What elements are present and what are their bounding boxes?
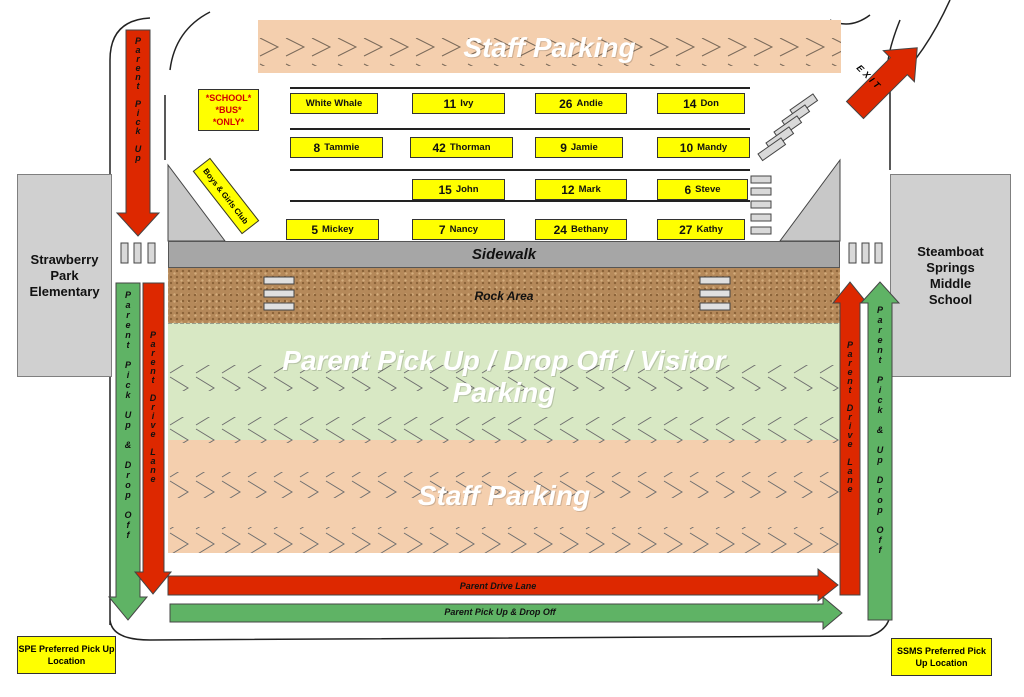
bus-name: Kathy <box>696 224 723 235</box>
bus-number: 5 <box>311 222 318 237</box>
top-staff-label: Staff Parking <box>463 32 636 63</box>
bottom-green-arrow-label: Parent Pick Up & Drop Off <box>444 607 556 617</box>
bus-slot: 5 Mickey <box>286 219 379 240</box>
bottom-red-arrow-label: Parent Drive Lane <box>459 581 537 591</box>
school-bus-only-sign: *SCHOOL* *BUS* *ONLY* <box>198 89 259 131</box>
bus-name: Don <box>700 98 719 109</box>
bus-number: 24 <box>553 222 567 237</box>
arrow-letters: Parent Pick & Up Drop Off <box>875 305 885 555</box>
sign-line: *SCHOOL* <box>205 93 252 103</box>
steamboat-springs-middle-school: Steamboat Springs Middle School <box>890 174 1011 377</box>
bus-name: John <box>455 184 479 195</box>
top-staff-chevrons <box>258 38 841 66</box>
bus-number: 10 <box>679 140 694 155</box>
arrow-letters: Parent Drive Lane <box>148 330 158 483</box>
parent-lot-label: Parent Pick Up / Drop Off / Visitor Park… <box>168 345 840 409</box>
bus-row-line-1 <box>290 87 750 89</box>
bus-row-line-4 <box>290 200 750 202</box>
bus-row-line-3 <box>290 169 750 171</box>
bus-slot: White Whale <box>290 93 378 114</box>
bus-name: Nancy <box>449 224 479 235</box>
right-green-arrow-label: Parent Pick & Up Drop Off <box>873 305 887 555</box>
bus-number: 11 <box>443 96 457 111</box>
sidewalk-label: Sidewalk <box>471 246 537 263</box>
bus-number: 14 <box>683 96 697 111</box>
bus-number: 12 <box>561 182 575 197</box>
bottom-staff-label: Staff Parking <box>417 480 591 511</box>
arrow-letters: Parent Pick Up & Drop Off <box>123 290 133 540</box>
bus-number: 15 <box>438 182 452 197</box>
right-red-arrow-label: Parent Drive Lane <box>843 340 857 493</box>
bus-name: Jamie <box>570 142 598 153</box>
bus-name: Mandy <box>697 142 728 153</box>
bus-name: Mickey <box>322 224 354 235</box>
strawberry-park-elementary: Strawberry Park Elementary <box>17 174 112 377</box>
bus-name: Bethany <box>570 224 609 235</box>
left-green-arrow-label: Parent Pick Up & Drop Off <box>121 290 135 540</box>
sign-line: *BUS* <box>215 105 242 115</box>
spe-preferred-pickup: SPE Preferred Pick Up Location <box>17 636 116 674</box>
parent-lot-label-line2: Parking <box>452 377 556 408</box>
top-left-arrow-label: Parent Pick Up <box>131 36 145 162</box>
bus-number: 9 <box>560 140 567 155</box>
bus-number: 8 <box>313 140 321 155</box>
left-red-arrow-label: Parent Drive Lane <box>146 330 160 483</box>
ssms-preferred-pickup: SSMS Preferred Pick Up Location <box>891 638 992 676</box>
bus-name: Ivy <box>460 98 474 109</box>
rock-area-label: Rock Area <box>474 288 534 303</box>
bus-number: 42 <box>432 140 446 155</box>
bus-name: White Whale <box>305 98 363 109</box>
bus-name: Thorman <box>449 142 491 153</box>
bus-number: 6 <box>684 182 692 197</box>
lot-chevrons <box>168 323 840 553</box>
bus-name: Tammie <box>324 142 360 153</box>
bus-number: 7 <box>438 222 446 237</box>
bus-name: Andie <box>576 98 603 109</box>
bus-number: 26 <box>559 96 573 111</box>
sign-line: *ONLY* <box>212 117 245 127</box>
arrow-letters: Parent Pick Up <box>133 36 143 162</box>
bus-name: Steve <box>695 184 721 195</box>
sidewalk: Sidewalk <box>168 241 840 268</box>
top-staff-parking: Staff Parking <box>258 20 841 73</box>
bus-number: 27 <box>679 222 693 237</box>
bus-name: Mark <box>578 184 601 195</box>
parent-lot-label-line1: Parent Pick Up / Drop Off / Visitor <box>282 345 726 376</box>
arrow-letters: Parent Drive Lane <box>845 340 855 493</box>
bus-row-line-2 <box>290 128 750 130</box>
